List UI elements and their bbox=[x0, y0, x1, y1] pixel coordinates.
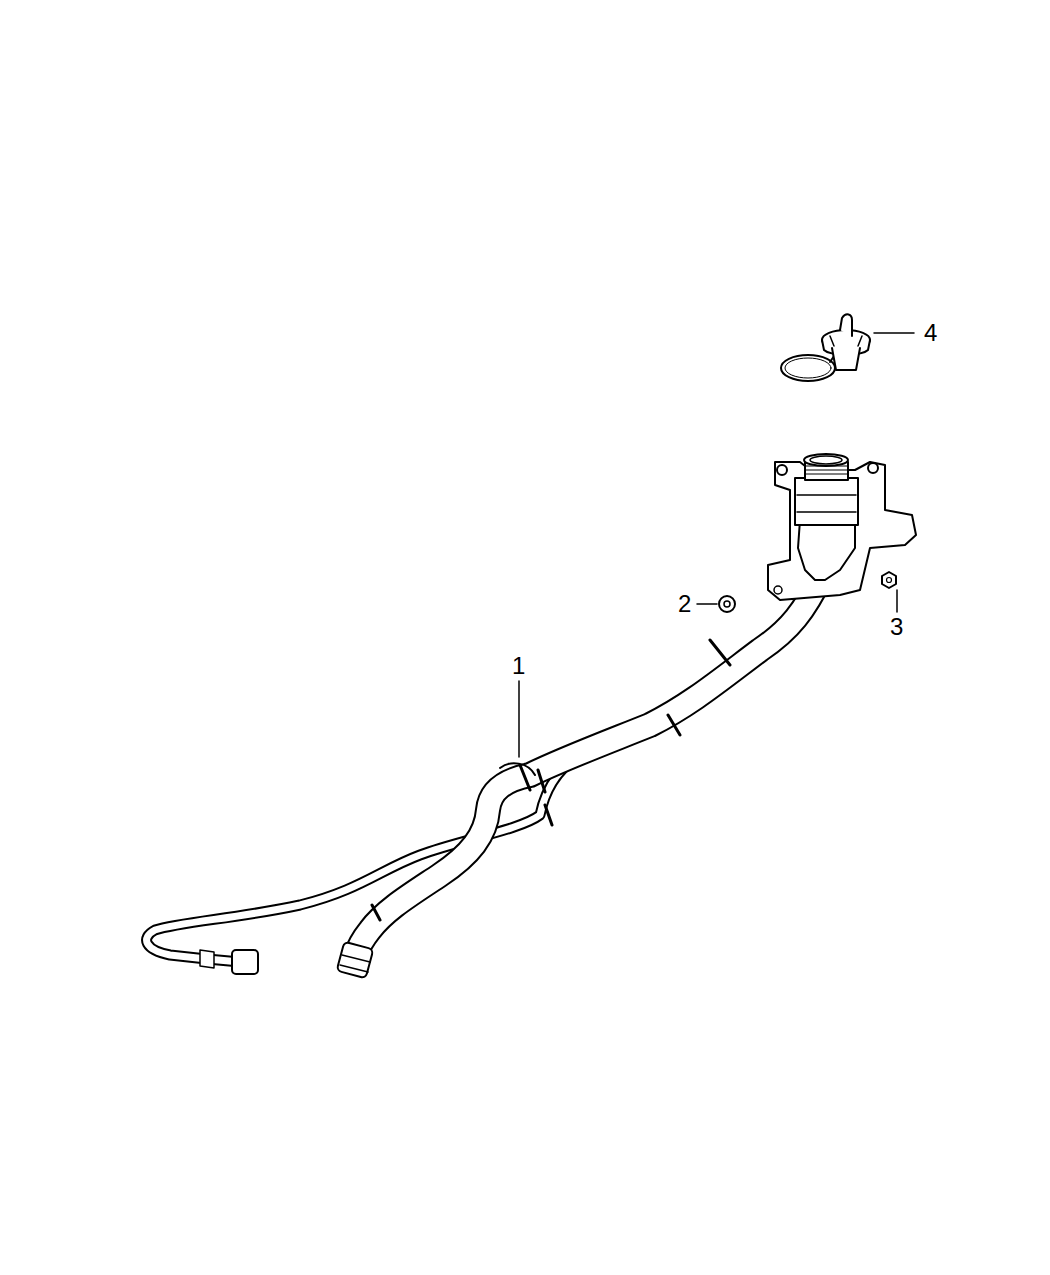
callout-number: 4 bbox=[924, 321, 937, 345]
callout-number: 1 bbox=[512, 654, 525, 678]
callout-number: 3 bbox=[890, 615, 903, 639]
callout-number: 2 bbox=[678, 592, 691, 616]
